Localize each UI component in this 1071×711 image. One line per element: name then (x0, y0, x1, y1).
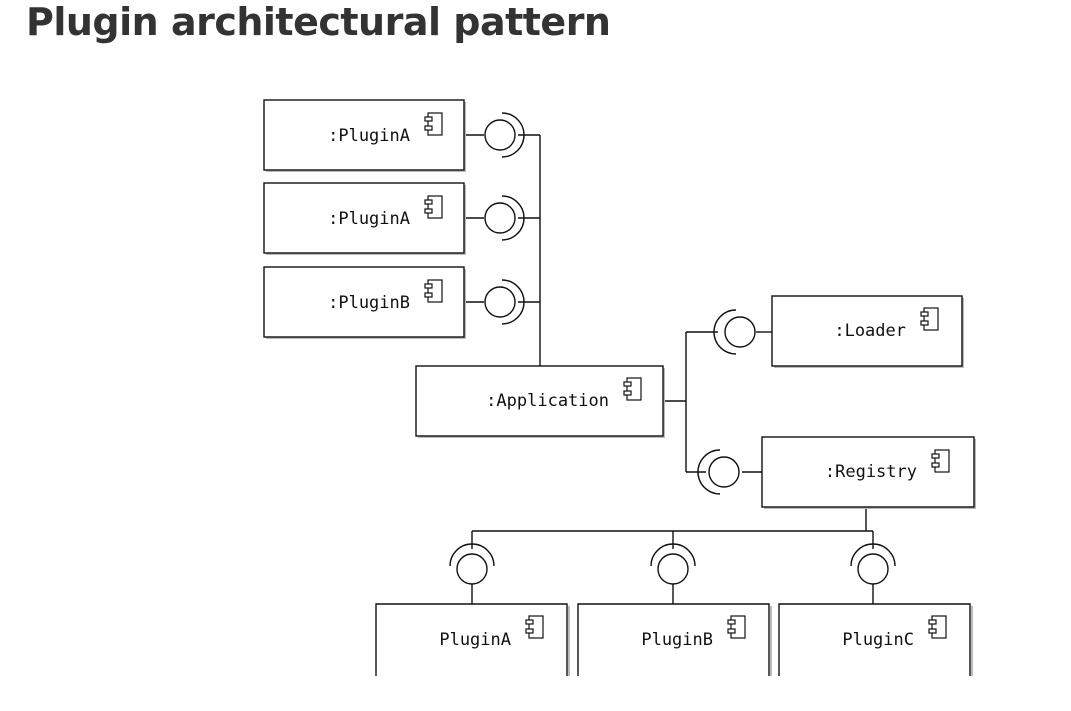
component-plugin-a-1: :PluginA (263, 99, 466, 172)
interfaces (449, 112, 896, 585)
component-registry: :Registry (761, 436, 976, 509)
component-label: PluginC (842, 630, 914, 650)
component-label: :PluginB (328, 293, 410, 313)
component-label: :PluginA (328, 209, 410, 229)
page-title: Plugin architectural pattern (26, 0, 611, 44)
component-icon (928, 615, 947, 639)
component-plugin-a-type: PluginA (375, 603, 570, 676)
component-plugin-c-type: PluginC (778, 603, 973, 676)
interface-socket-icon (713, 309, 756, 355)
component-icon (424, 112, 443, 136)
component-loader: :Loader (771, 295, 964, 368)
component-icon (920, 307, 939, 331)
component-icon (424, 279, 443, 303)
interface-socket-icon (850, 543, 896, 585)
component-icon (525, 615, 544, 639)
component-icon (424, 195, 443, 219)
component-plugin-a-2: :PluginA (263, 182, 466, 255)
component-application: :Application (415, 365, 665, 438)
component-plugin-b-1: :PluginB (263, 266, 466, 339)
component-icon (931, 449, 950, 473)
component-label: :Application (486, 391, 609, 411)
interface-socket-icon (484, 195, 525, 241)
component-icon (727, 615, 746, 639)
component-label: :Loader (834, 321, 906, 341)
connectors (466, 134, 874, 604)
component-plugin-b-type: PluginB (577, 603, 772, 676)
interface-socket-icon (484, 112, 525, 158)
interface-socket-icon (449, 543, 495, 585)
interface-socket-icon (650, 543, 696, 585)
component-label: PluginA (439, 630, 511, 650)
component-label: :Registry (825, 462, 917, 482)
component-icon (623, 377, 642, 401)
interface-socket-icon (697, 449, 740, 495)
interface-socket-icon (484, 279, 525, 325)
component-label: :PluginA (328, 126, 410, 146)
component-label: PluginB (641, 630, 713, 650)
